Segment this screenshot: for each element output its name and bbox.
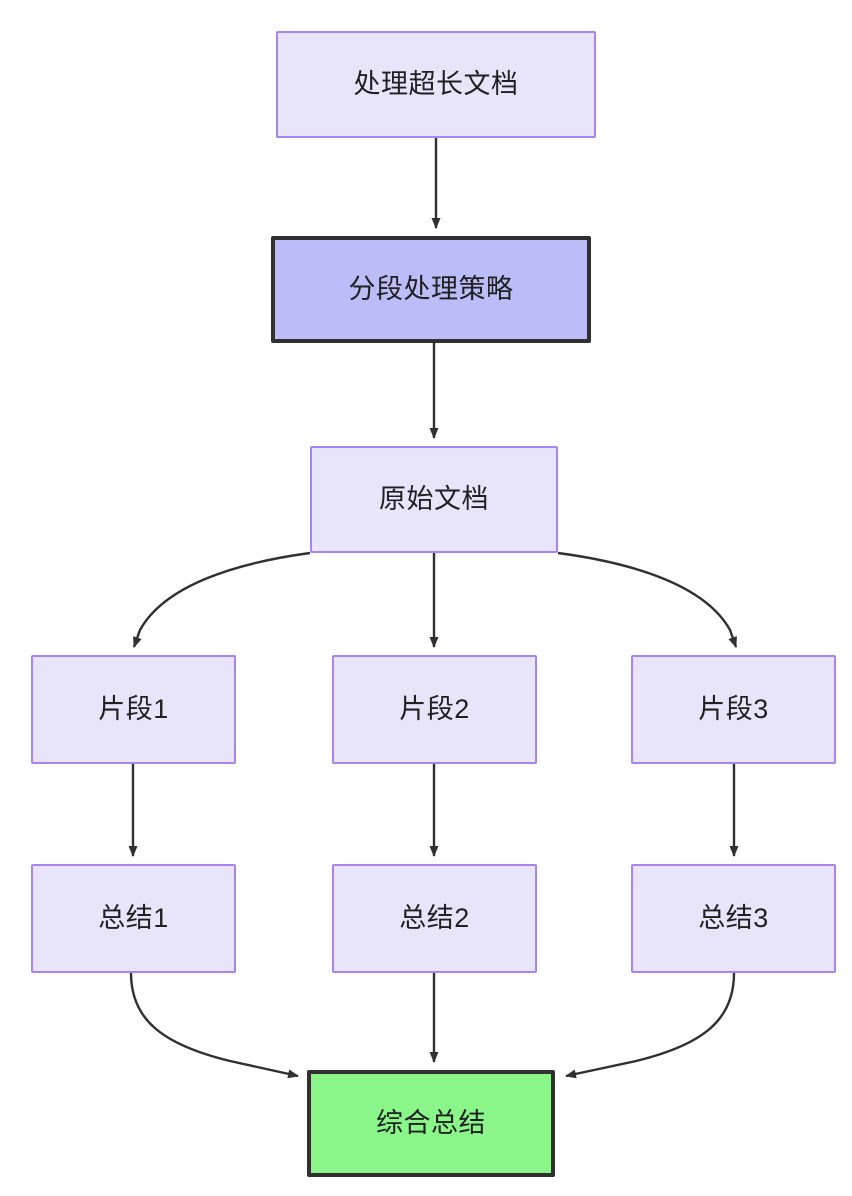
node-summary-1[interactable]: 总结1 xyxy=(31,864,236,973)
edge-source-to-chunk3 xyxy=(557,551,738,648)
edge-summary1-to-final xyxy=(129,972,299,1079)
node-label: 总结2 xyxy=(399,903,470,934)
node-label: 片段3 xyxy=(698,694,769,725)
node-label: 综合总结 xyxy=(376,1108,486,1139)
node-comprehensive-summary[interactable]: 综合总结 xyxy=(307,1070,555,1177)
node-label: 总结1 xyxy=(98,903,169,934)
node-summary-2[interactable]: 总结2 xyxy=(332,864,537,973)
edge-source-to-chunk1 xyxy=(132,551,311,648)
node-chunk-1[interactable]: 片段1 xyxy=(31,655,236,764)
node-label: 原始文档 xyxy=(379,484,489,515)
node-summary-3[interactable]: 总结3 xyxy=(631,864,836,973)
node-chunking-strategy[interactable]: 分段处理策略 xyxy=(271,236,591,343)
node-label: 片段2 xyxy=(399,694,470,725)
node-label: 分段处理策略 xyxy=(348,274,514,305)
node-process-long-document[interactable]: 处理超长文档 xyxy=(276,31,596,138)
node-source-document[interactable]: 原始文档 xyxy=(310,446,558,553)
node-label: 总结3 xyxy=(698,903,769,934)
node-label: 片段1 xyxy=(98,694,169,725)
node-chunk-3[interactable]: 片段3 xyxy=(631,655,836,764)
node-label: 处理超长文档 xyxy=(353,69,519,100)
edge-summary3-to-final xyxy=(565,972,736,1079)
node-chunk-2[interactable]: 片段2 xyxy=(332,655,537,764)
